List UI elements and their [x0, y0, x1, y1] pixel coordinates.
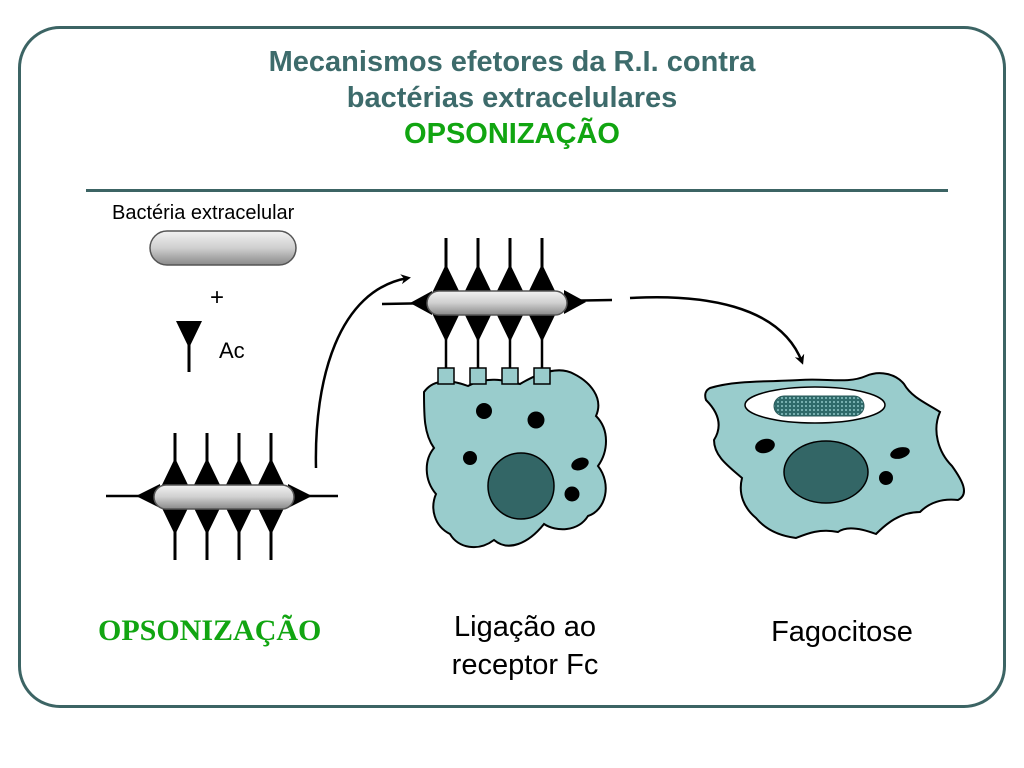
title-line-2: bactérias extracelulares [346, 82, 678, 114]
free-antibody [176, 321, 202, 372]
arrow-to-phagocytosis [629, 295, 805, 365]
bound-opsonized-bacterium [381, 238, 613, 342]
arrow-to-binding [314, 274, 411, 469]
title-subtitle: OPSONIZAÇÃO [404, 118, 620, 150]
title-line-1: Mecanismos efetores da R.I. contra [268, 46, 756, 78]
title-divider [86, 189, 948, 192]
macrophage-binding [422, 322, 607, 549]
opsonized-bacterium [106, 433, 338, 560]
fc-binding-label: Ligação ao receptor Fc [451, 611, 599, 681]
slide-frame [18, 26, 1006, 708]
opsonization-label: OPSONIZAÇÃO [98, 614, 322, 647]
slide-title: Mecanismos efetores da R.I. contra bacté… [0, 44, 1024, 152]
phagocytosis-label: Fagocitose [771, 616, 913, 648]
plus-sign: + [210, 284, 225, 311]
antibody-label: Ac [219, 338, 245, 363]
macrophage-phagocytosis [704, 372, 966, 540]
free-bacterium [149, 230, 297, 266]
bacteria-label: Bactéria extracelular [112, 202, 295, 224]
